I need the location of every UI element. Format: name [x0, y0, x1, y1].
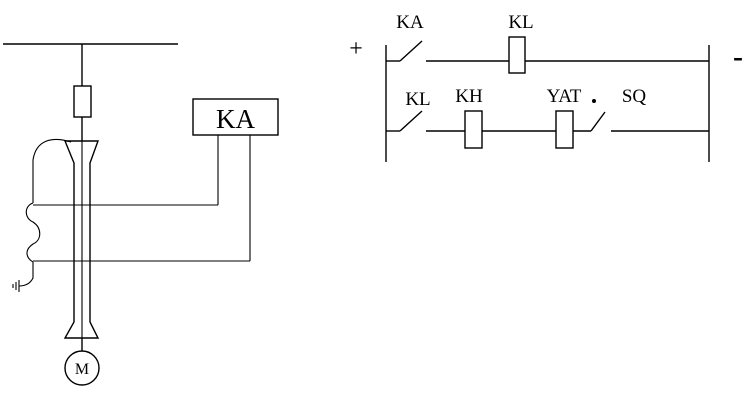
kl-coil-symbol [508, 36, 526, 74]
primary-circuit: KA M [3, 43, 279, 386]
kh-coil-label: KH [455, 86, 483, 107]
sheath-ground-wire [32, 138, 72, 203]
kh-coil-symbol [464, 110, 483, 149]
fuse-symbol [73, 85, 92, 118]
kl-contact-symbol [399, 110, 423, 132]
relay-box [192, 98, 279, 136]
current-transformer-coil [25, 202, 41, 263]
cable-body [63, 140, 100, 339]
rung-1: KA KL [386, 12, 709, 74]
negative-terminal-label: - [733, 40, 743, 73]
sq-switch-label: SQ [622, 86, 647, 107]
kl-contact-label: KL [405, 89, 430, 110]
ground-lead-wire [18, 262, 34, 287]
ground-icon [12, 280, 20, 292]
rung-2: KL KH YAT SQ [386, 86, 709, 149]
kl-coil-label: KL [508, 12, 533, 33]
ka-contact-symbol [399, 40, 423, 62]
motor-symbol [64, 350, 100, 386]
yat-coil-label: YAT [547, 86, 582, 107]
motor-label: M [75, 361, 89, 378]
sq-switch-symbol [590, 111, 606, 132]
relay-box-label: KA [216, 104, 255, 134]
sq-switch-pivot [592, 99, 596, 103]
ka-contact-label: KA [396, 12, 424, 33]
positive-terminal-label: + [349, 36, 363, 62]
yat-coil-symbol [555, 110, 574, 149]
control-circuit: + - KA KL KL KH YA [349, 12, 743, 162]
